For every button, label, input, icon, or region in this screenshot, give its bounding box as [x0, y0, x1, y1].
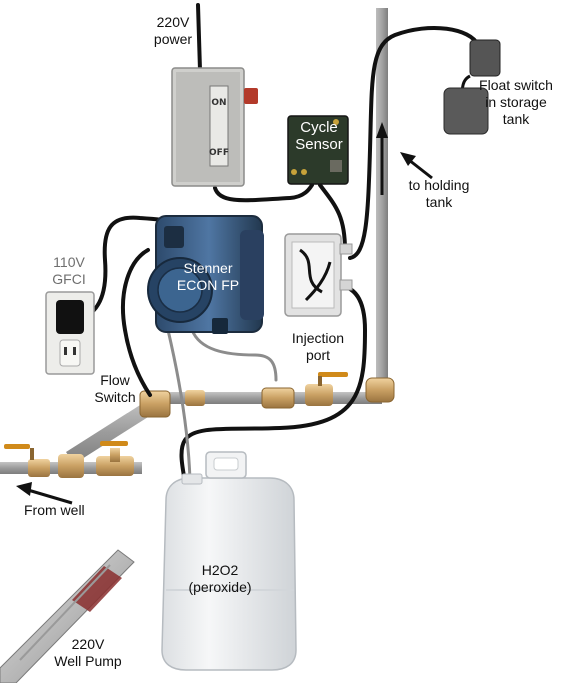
arrow-to-holding-icon [400, 152, 433, 180]
label-switch: Switch [94, 389, 136, 405]
label-220v-power: 220V power [143, 14, 203, 48]
float-switch [443, 39, 501, 135]
label-flow-switch: Flow Switch [88, 372, 142, 406]
label-port: port [305, 347, 331, 363]
junction-box [284, 233, 353, 317]
peroxide-jug [161, 451, 297, 671]
label-injection-port: Injection port [282, 330, 354, 364]
label-stenner: Stenner ECON FP [168, 260, 248, 294]
label-power: power [153, 31, 193, 47]
label-injection: Injection [291, 330, 345, 346]
label-econ-fp: ECON FP [176, 277, 240, 293]
svg-text:OFF: OFF [209, 148, 229, 158]
label-stenner-name: Stenner [183, 260, 233, 276]
label-well-pump: 220V Well Pump [42, 636, 134, 670]
label-pump-220v: 220V [71, 636, 105, 652]
valve-handles [4, 372, 348, 460]
label-gfci: 110V GFCI [42, 254, 96, 288]
disconnect-switch: ON OFF [171, 67, 258, 187]
svg-text:ON: ON [211, 98, 226, 108]
label-h2o2-formula: H2O2 [201, 562, 239, 578]
label-h2o2: H2O2 (peroxide) [180, 562, 260, 596]
brass-fittings [28, 377, 395, 478]
label-110v: 110V [53, 254, 85, 270]
label-to-holding-tank: to holding tank [400, 177, 478, 211]
peroxide-tubes [166, 328, 278, 482]
label-220v: 220V [156, 14, 190, 30]
label-peroxide: (peroxide) [188, 579, 252, 595]
label-storage-tank: tank [502, 111, 530, 127]
cycle-sensor-board [287, 115, 349, 185]
arrow-from-well-icon [16, 482, 73, 505]
label-float-switch-title: Float switch [479, 77, 553, 93]
label-in-storage: in storage [485, 94, 547, 110]
label-flow: Flow [100, 372, 130, 388]
label-gfci-text: GFCI [52, 271, 86, 287]
label-from-well: From well [24, 502, 85, 518]
label-float-switch: Float switch in storage tank [468, 77, 564, 128]
gfci-outlet [45, 291, 95, 375]
up-arrow-icon [376, 122, 388, 195]
label-well-pump-title: Well Pump [54, 653, 122, 669]
label-cycle-sensor: Cycle Sensor [290, 119, 348, 153]
label-cycle: Cycle [300, 119, 338, 136]
label-to-holding: to holding [408, 177, 470, 193]
label-holding-tank: tank [425, 194, 453, 210]
stenner-pump [147, 215, 264, 334]
label-sensor: Sensor [295, 136, 343, 153]
